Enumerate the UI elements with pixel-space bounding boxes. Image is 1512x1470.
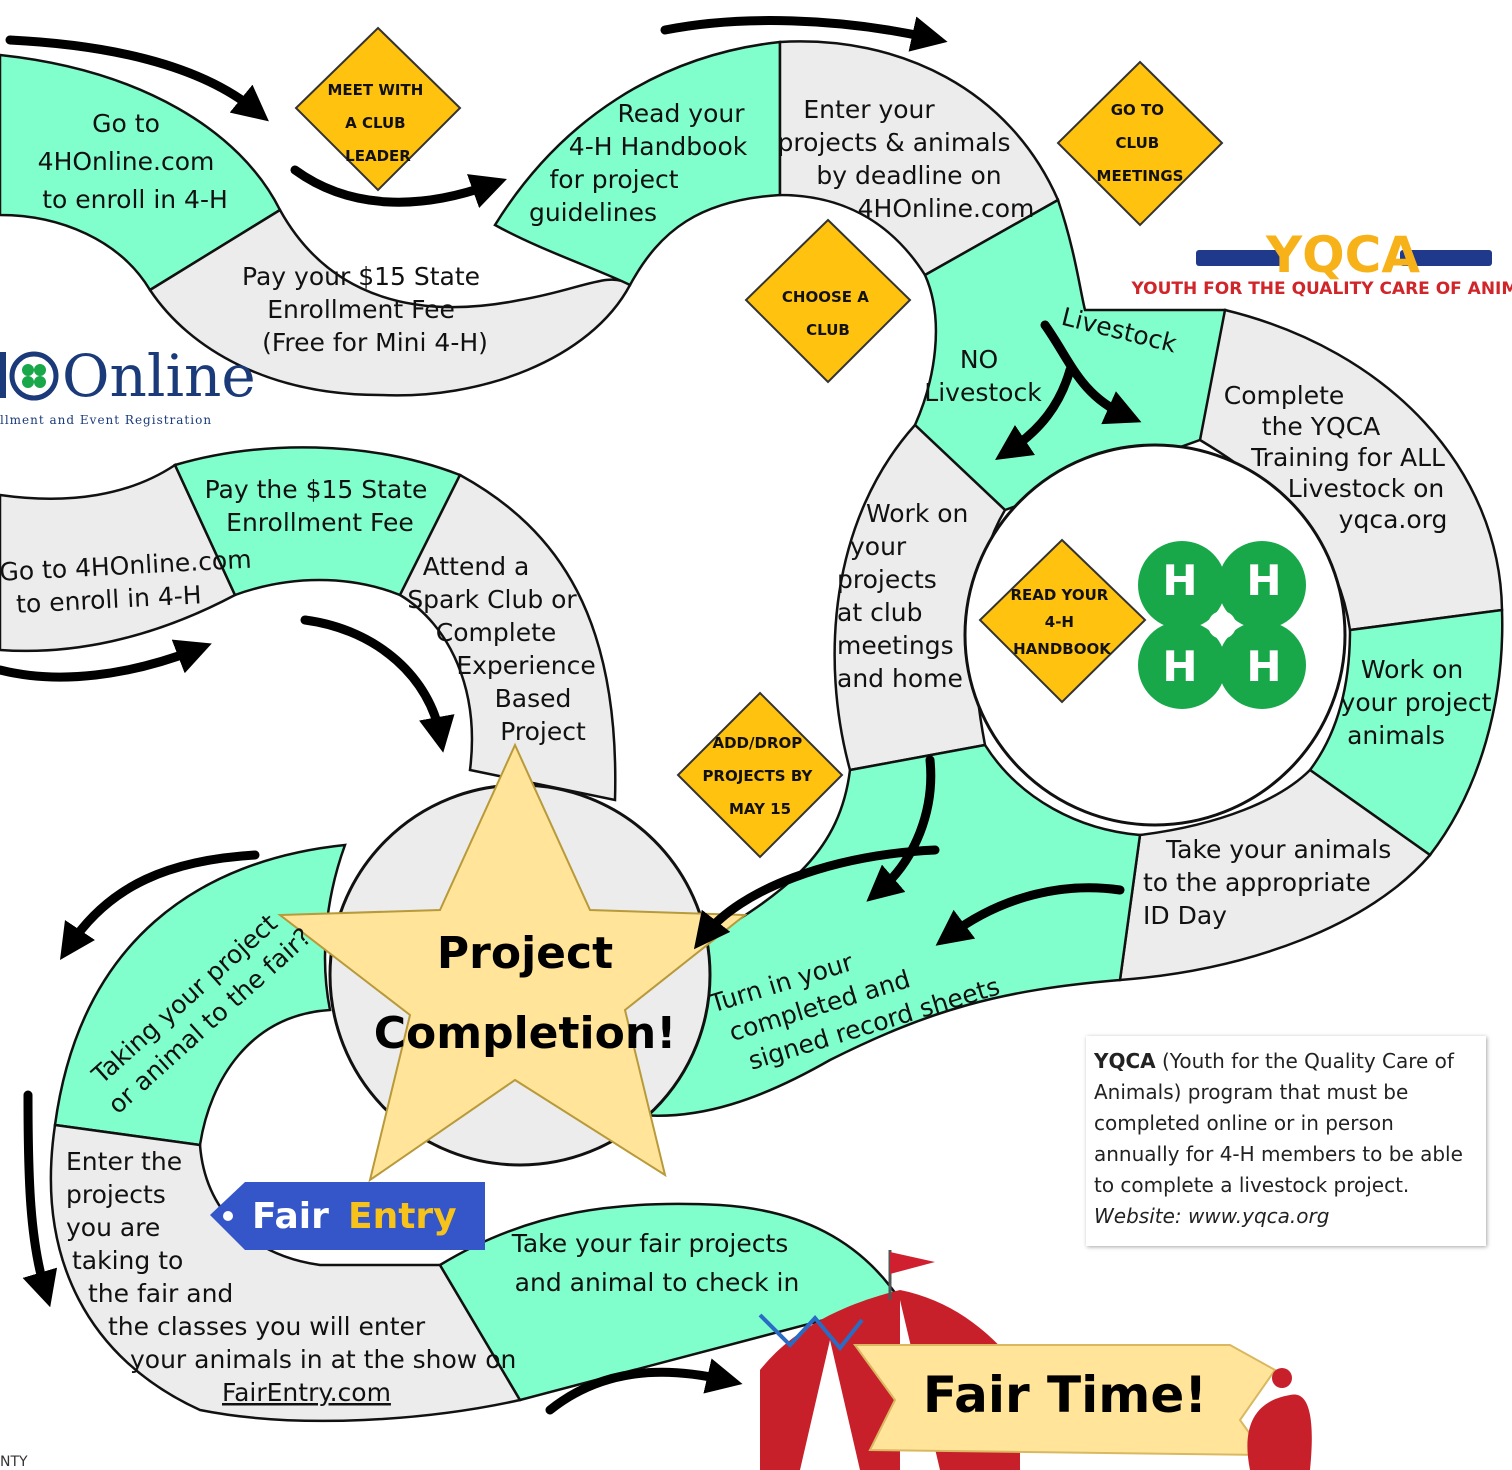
step-pay-fee-top [148, 208, 632, 397]
svg-text:H: H [1246, 556, 1281, 605]
step-check-in-label: Take your fair projects and animal to ch… [511, 1229, 800, 1297]
step-pay-fee-left-label: Pay the $15 State Enrollment Fee [205, 475, 436, 537]
yqca-wordmark: YQCA [1265, 226, 1420, 284]
svg-text:H: H [1162, 642, 1197, 691]
4honline-subtitle: llment and Event Registration [0, 413, 212, 427]
step-enter-projects-label: Enter your projects & animals by deadlin… [778, 95, 1035, 223]
project-completion-line1: Project [437, 928, 613, 979]
fairentry-word-entry: Entry [348, 1196, 457, 1237]
arrow-7 [300, 615, 455, 753]
sign-read-handbook [978, 538, 1147, 704]
sign-choose-club-label: CHOOSE A CLUB [782, 288, 874, 339]
arrow-2 [290, 165, 507, 209]
step-work-animals [1308, 608, 1504, 857]
yqca-note-website: Website: www.yqca.org [1094, 1204, 1330, 1228]
sign-choose-club [744, 218, 912, 384]
sign-meet-leader [294, 26, 462, 192]
arrow-6 [0, 639, 212, 682]
step-read-handbook-label: Read your 4-H Handbook for project guide… [529, 99, 755, 227]
sign-go-meetings-label: GO TO CLUB MEETINGS [1097, 101, 1184, 185]
sign-add-drop-label: ADD/DROP PROJECTS BY MAY 15 [702, 734, 817, 818]
step-spark-club [398, 473, 617, 802]
yqca-note-text: (Youth for the Quality Care of Animals) … [1094, 1049, 1463, 1197]
step-yqca-training-label: Complete the YQCA Training for ALL Lives… [1224, 381, 1453, 534]
arrow-13 [545, 1358, 743, 1415]
sign-read-handbook-label: READ YOUR 4-H HANDBOOK [1010, 586, 1113, 658]
step-no-livestock-label: NO Livestock [924, 345, 1042, 407]
step-go-enroll-top-label: Go to 4HOnline.com to enroll in 4-H [38, 109, 228, 214]
step-enter-fair-label: Enter the projects you are taking to the… [66, 1147, 524, 1407]
arrow-3 [660, 16, 948, 52]
step-id-day-label: Take your animals to the appropriate ID … [1143, 835, 1399, 930]
showman-silhouette [1247, 1368, 1312, 1470]
project-completion-star [277, 742, 748, 1183]
fairentry-word-fair: Fair [252, 1196, 329, 1237]
step-work-animals-label: Work on your project animals [1341, 655, 1500, 750]
arrow-8 [866, 755, 936, 902]
fairentry-logo [210, 1182, 485, 1250]
yqca-note: YQCA (Youth for the Quality Care of Anim… [1086, 1036, 1486, 1246]
sign-meet-leader-label: MEET WITH A CLUB LEADER [327, 81, 428, 165]
arrow-1 [5, 35, 269, 122]
clover-icon: H H H H [1138, 541, 1306, 709]
step-enter-projects [778, 40, 1060, 277]
step-work-club-label: Work on your projects at club meetings a… [837, 499, 976, 693]
arrow-4 [1040, 320, 1142, 425]
sign-go-meetings [1056, 60, 1224, 227]
step-go-enroll-top [0, 53, 282, 292]
svg-text:H: H [1246, 642, 1281, 691]
yqca-note-bold: YQCA [1094, 1049, 1156, 1073]
4honline-logo [0, 351, 59, 401]
step-read-handbook [493, 40, 782, 287]
arrow-12 [22, 1090, 58, 1308]
sign-add-drop [676, 691, 844, 859]
yqca-tagline: YOUTH FOR THE QUALITY CARE OF ANIMALS [1130, 279, 1512, 299]
step-taking-fair [53, 843, 347, 1147]
step-spark-club-label: Attend a Spark Club or Complete Experien… [407, 552, 603, 746]
arrow-5 [995, 365, 1075, 460]
arrow-10 [693, 845, 940, 950]
arrow-11 [60, 850, 260, 960]
step-id-day [1118, 768, 1432, 982]
arrow-9 [935, 883, 1125, 946]
yqca-logo [1196, 250, 1492, 266]
project-completion-line2: Completion! [374, 1008, 677, 1059]
svg-text:H: H [1162, 556, 1197, 605]
corner-text: NTY [0, 1454, 28, 1470]
step-pay-fee-top-label: Pay your $15 State Enrollment Fee (Free … [242, 262, 488, 357]
4honline-wordmark: Online [62, 342, 256, 410]
step-check-in [438, 1202, 903, 1402]
fair-time-title: Fair Time! [923, 1366, 1207, 1424]
